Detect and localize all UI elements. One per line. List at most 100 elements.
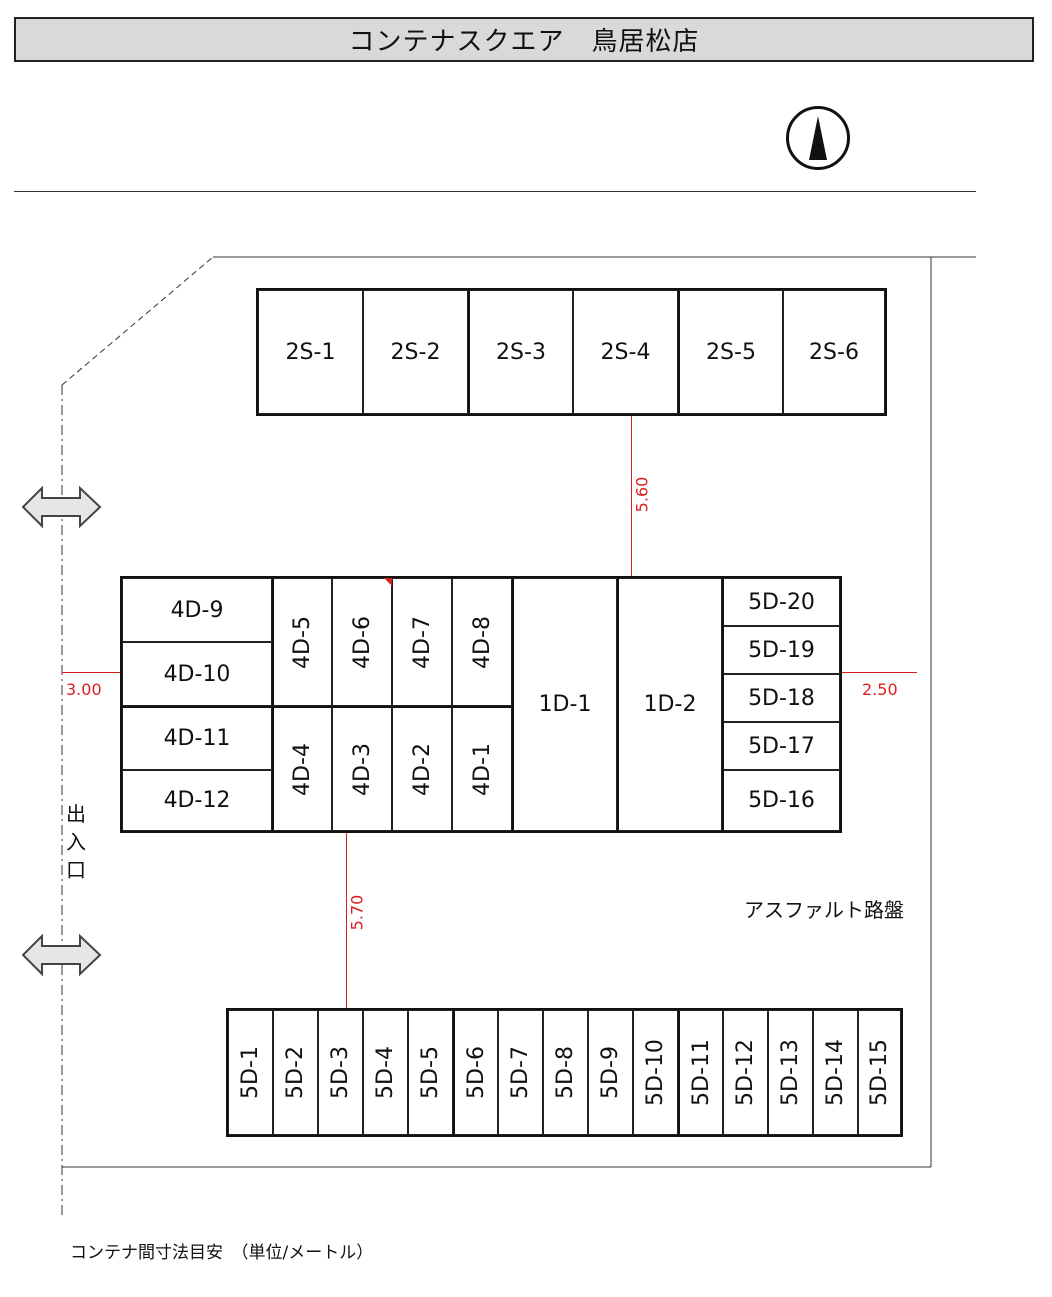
unit-label: 4D-2 [409,742,435,796]
title-store: 鳥居松店 [591,27,700,57]
unit-5d-2[interactable]: 5D-2 [273,1010,318,1135]
unit-label: 4D-4 [290,742,315,796]
unit-label: 2S-5 [706,339,756,365]
unit-label: 5D-1 [238,1046,263,1099]
unit-label: 4D-1 [469,742,495,796]
entrance-label: 出 入 口 [64,800,88,884]
unit-5d-16[interactable]: 5D-16 [722,770,840,831]
unit-5d-10[interactable]: 5D-10 [633,1010,678,1135]
unit-label: 4D-9 [170,597,224,623]
unit-label: 5D-12 [733,1039,758,1106]
unit-2s-3[interactable]: 2S-3 [468,290,573,414]
surface-label: アスファルト路盤 [744,898,904,922]
unit-label: 5D-3 [328,1046,353,1099]
unit-label: 5D-17 [748,733,815,759]
unit-5d-6[interactable]: 5D-6 [453,1010,498,1135]
unit-label: 5D-8 [553,1046,578,1099]
unit-label: 5D-4 [373,1046,398,1099]
unit-5d-8[interactable]: 5D-8 [543,1010,588,1135]
road-line [14,191,976,192]
unit-5d-5[interactable]: 5D-5 [408,1010,453,1135]
unit-5d-18[interactable]: 5D-18 [722,674,840,722]
unit-label: 4D-7 [409,615,435,669]
unit-4d-1[interactable]: 4D-1 [452,706,512,831]
unit-5d-15[interactable]: 5D-15 [858,1010,901,1135]
footer-note: コンテナ間寸法目安 （単位/メートル） [70,1243,374,1263]
unit-5d-12[interactable]: 5D-12 [723,1010,768,1135]
unit-label: 4D-3 [349,742,375,796]
dimension-line-right [842,672,917,673]
unit-label: 5D-2 [283,1046,308,1099]
unit-label: 4D-11 [163,726,231,751]
unit-4d-2[interactable]: 4D-2 [392,706,452,831]
unit-4d-5[interactable]: 4D-5 [272,578,332,706]
unit-label: 5D-20 [748,589,815,615]
unit-5d-17[interactable]: 5D-17 [722,722,840,770]
unit-label: 5D-19 [748,637,815,663]
unit-label: 5D-10 [643,1039,668,1106]
unit-4d-10[interactable]: 4D-10 [122,642,272,706]
unit-label: 4D-5 [290,615,315,669]
unit-2s-5[interactable]: 2S-5 [678,290,783,414]
unit-label: 5D-11 [688,1039,714,1106]
dimension-line-top [631,416,632,576]
unit-4d-4[interactable]: 4D-4 [272,706,332,831]
unit-2s-4[interactable]: 2S-4 [573,290,678,414]
unit-label: 4D-8 [469,615,495,669]
unit-1d-2[interactable]: 1D-2 [617,578,722,831]
page-title: コンテナスクエア 鳥居松店 [14,17,1034,62]
unit-label: 5D-6 [463,1046,489,1099]
unit-5d-11[interactable]: 5D-11 [678,1010,723,1135]
entrance-char: 入 [66,830,86,854]
unit-4d-6[interactable]: 4D-6 [332,578,392,706]
unit-2s-6[interactable]: 2S-6 [783,290,885,414]
unit-2s-1[interactable]: 2S-1 [258,290,363,414]
unit-5d-3[interactable]: 5D-3 [318,1010,363,1135]
block-2s: 2S-1 2S-2 2S-3 2S-4 2S-5 2S-6 [256,288,887,416]
dimension-label-right: 2.50 [862,680,898,699]
dimension-line-left [62,672,120,673]
unit-4d-8[interactable]: 4D-8 [452,578,512,706]
unit-label: 5D-9 [598,1046,623,1099]
unit-label: 1D-2 [643,692,697,717]
block-5d-bottom: 5D-1 5D-2 5D-3 5D-4 5D-5 5D-6 5D-7 5D-8 … [226,1008,903,1137]
unit-5d-7[interactable]: 5D-7 [498,1010,543,1135]
dimension-label-bottom: 5.70 [347,894,367,931]
unit-label: 1D-1 [538,692,592,717]
unit-label: 2S-6 [809,339,859,365]
dimension-label-left: 3.00 [66,680,102,699]
unit-4d-12[interactable]: 4D-12 [122,770,272,831]
unit-label: 5D-18 [748,685,815,711]
unit-label: 2S-2 [390,339,441,365]
unit-4d-7[interactable]: 4D-7 [392,578,452,706]
unit-5d-4[interactable]: 5D-4 [363,1010,408,1135]
unit-label: 2S-4 [600,339,651,365]
entrance-arrow-bottom-icon [22,934,102,976]
unit-label: 4D-10 [163,661,231,687]
unit-5d-14[interactable]: 5D-14 [813,1010,858,1135]
title-name: コンテナスクエア [348,27,565,57]
unit-label: 5D-14 [823,1039,848,1106]
unit-5d-19[interactable]: 5D-19 [722,626,840,674]
unit-label: 5D-16 [748,788,815,813]
unit-5d-1[interactable]: 5D-1 [228,1010,273,1135]
unit-label: 5D-5 [418,1046,443,1099]
unit-4d-11[interactable]: 4D-11 [122,706,272,770]
unit-5d-20[interactable]: 5D-20 [722,578,840,626]
unit-label: 4D-12 [163,788,231,813]
unit-4d-3[interactable]: 4D-3 [332,706,392,831]
unit-5d-9[interactable]: 5D-9 [588,1010,633,1135]
unit-5d-13[interactable]: 5D-13 [768,1010,813,1135]
corner-marker-icon [384,578,392,586]
unit-label: 5D-13 [778,1039,803,1106]
unit-2s-2[interactable]: 2S-2 [363,290,468,414]
dimension-line-bottom [346,833,347,1008]
unit-label: 5D-7 [508,1046,533,1099]
entrance-char: 出 [66,802,86,826]
unit-label: 2S-1 [285,339,336,365]
entrance-arrow-top-icon [22,486,102,528]
unit-4d-9[interactable]: 4D-9 [122,578,272,642]
unit-1d-1[interactable]: 1D-1 [512,578,617,831]
unit-label: 4D-6 [349,615,375,669]
unit-label: 2S-3 [496,339,546,365]
